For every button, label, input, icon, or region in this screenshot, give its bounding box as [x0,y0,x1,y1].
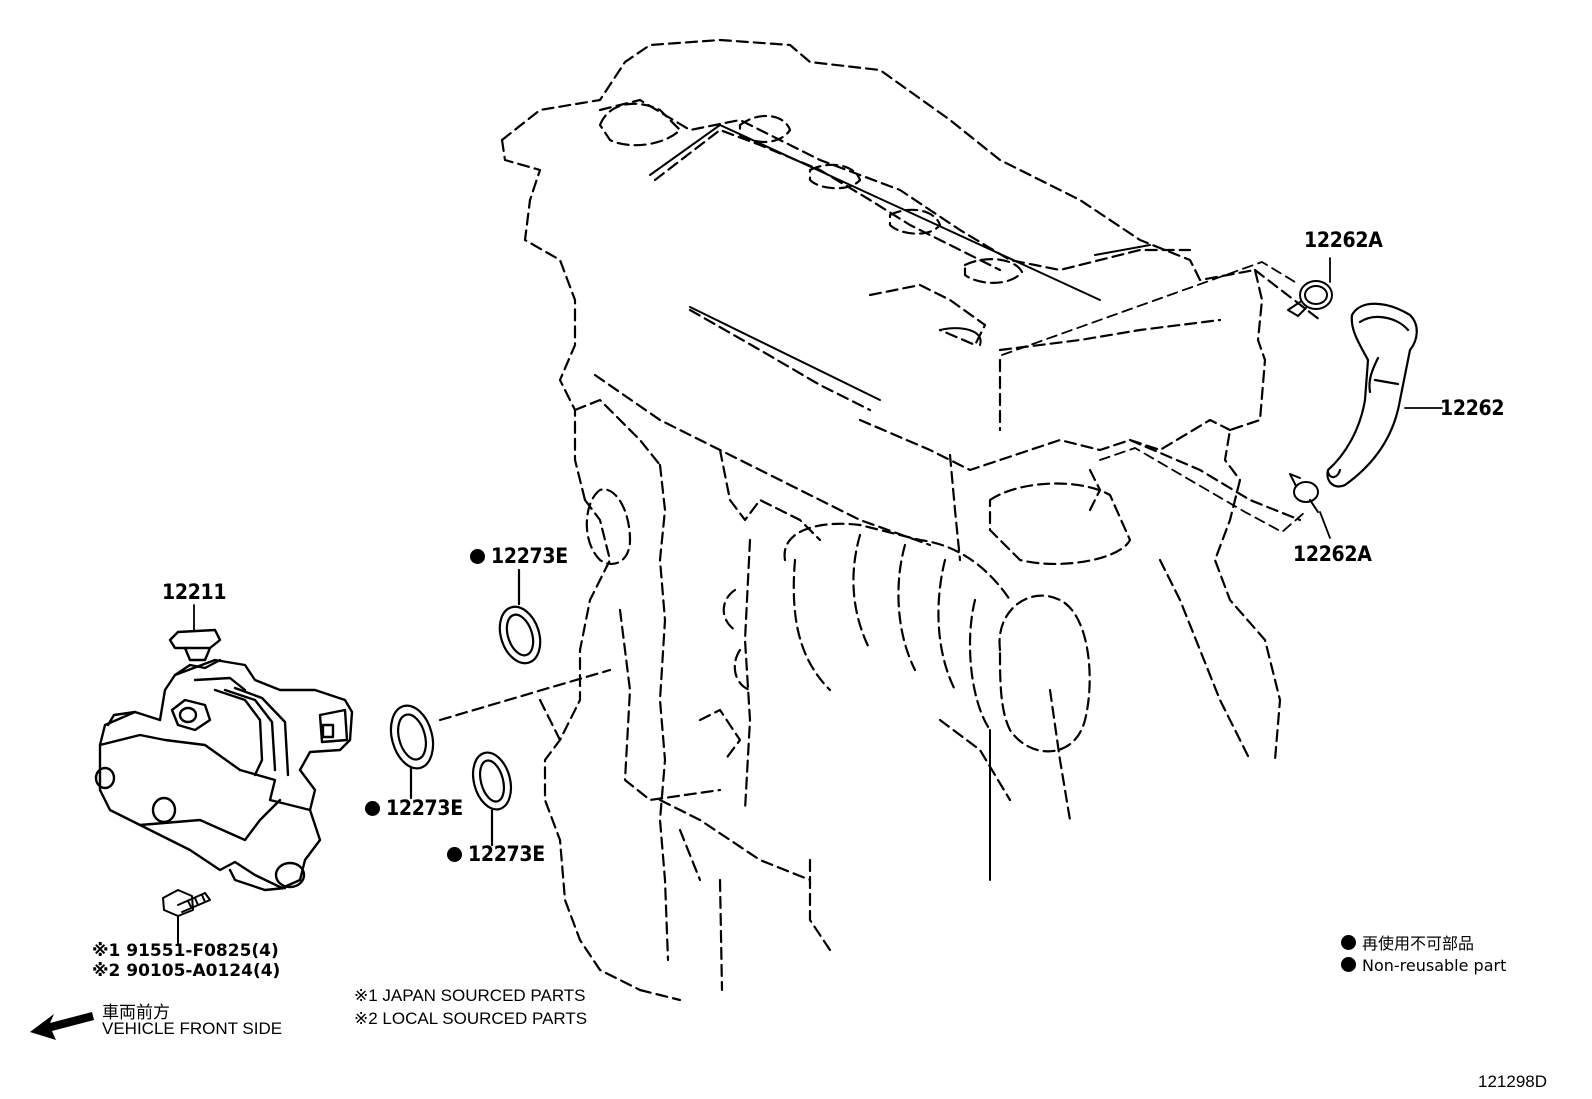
non-reusable-dot-icon [470,549,485,564]
engine-block-outline [438,38,1322,1002]
gasket-top-drawing [498,568,542,665]
legend-dot-icon [1341,957,1356,972]
throttle-body-12211-drawing [94,628,354,892]
gasket-mid-drawing [389,704,435,800]
label-12262a-bottom: 12262A [1293,542,1372,566]
vehicle-front-en: VEHICLE FRONT SIDE [102,1019,283,1038]
legend-non-reusable-jp: 再使用不可部品 [1341,930,1474,954]
diagram-id: 121298D [1478,1072,1548,1091]
clip-12262a-bottom-drawing [1289,473,1319,513]
hose-12262-drawing [1326,302,1418,488]
label-12273e-mid: 12273E [365,796,463,820]
gasket-bottom-drawing [471,751,513,847]
legend-dot-icon [1341,935,1356,950]
non-reusable-dot-icon [447,847,462,862]
leader-lines [193,257,1443,631]
bolt-part-number-2: ※2 90105-A0124(4) [92,961,281,981]
front-arrow-icon [30,1012,94,1040]
hose-connection-lines [1001,261,1306,533]
source-note-japan: ※1 JAPAN SOURCED PARTS [354,986,586,1005]
bolt-part-number-1: ※1 91551-F0825(4) [92,941,279,961]
label-12273e-top: 12273E [470,544,568,568]
source-note-local: ※2 LOCAL SOURCED PARTS [354,1009,588,1028]
non-reusable-dot-icon [365,801,380,816]
vehicle-front-jp: 車両前方 [102,1003,170,1022]
bolt-drawing [162,889,211,946]
engine-solid-lines [649,124,1151,881]
legend-non-reusable-en: Non-reusable part [1341,956,1506,975]
label-12262a-top: 12262A [1304,228,1383,252]
clip-12262a-top-drawing [1287,280,1333,317]
label-12211: 12211 [162,580,227,604]
label-12273e-bottom: 12273E [447,842,545,866]
label-12262: 12262 [1440,396,1505,420]
